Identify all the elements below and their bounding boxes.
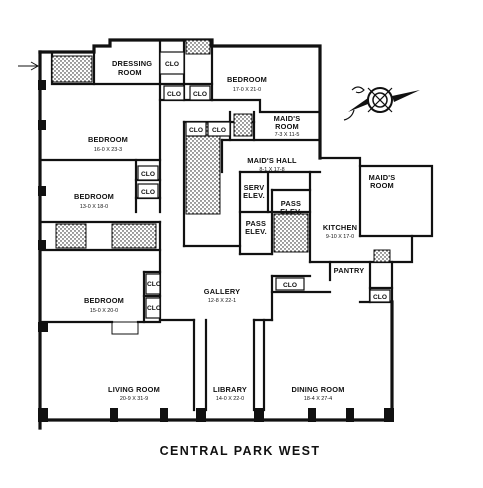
clo-label: CLO (212, 127, 226, 134)
closets: CLO CLO CLO CLO CLO CLO CLO CLO CLO CLO … (137, 51, 391, 319)
bay-window (111, 321, 139, 335)
clo-label: CLO (283, 282, 297, 289)
serv-elev-label-line2: ELEV. (243, 191, 265, 200)
bedroom-1-label: BEDROOM (88, 135, 128, 144)
kitchen-dims: 9-10 X 17-0 (326, 234, 354, 240)
clo-label: CLO (167, 91, 181, 98)
bedroom-2-label: BEDROOM (74, 192, 114, 201)
clo-label: CLO (141, 171, 155, 178)
dressing-room-label-line1: DRESSING (112, 59, 152, 68)
maids-room-1-dims: 7-3 X 11-5 (275, 132, 300, 138)
living-room-dims: 20-9 X 31-9 (120, 396, 148, 402)
clo-label: CLO (165, 61, 179, 68)
pantry-label: PANTRY (334, 266, 365, 275)
dressing-room-label-line2: ROOM (118, 68, 142, 77)
dining-room-dims: 18-4 X 27-4 (304, 396, 332, 402)
bedroom-top-dims: 17-0 X 21-0 (233, 87, 261, 93)
gallery-label: GALLERY (204, 287, 240, 296)
room-labels: DRESSING ROOM BEDROOM 17-0 X 21-0 BEDROO… (74, 59, 395, 402)
library-label: LIBRARY (213, 385, 247, 394)
clo-label: CLO (373, 294, 387, 301)
facade-piers (38, 80, 394, 422)
maids-hall-dims: 8-1 X 17-8 (259, 167, 284, 173)
dining-room-label: DINING ROOM (291, 385, 344, 394)
street-label: CENTRAL PARK WEST (160, 444, 321, 458)
serv-elev-label-line1: SERV (244, 183, 265, 192)
maids-room-2-label-line2: ROOM (370, 181, 394, 190)
maids-room-1-label-line2: ROOM (275, 122, 299, 131)
kitchen-label: KITCHEN (323, 223, 357, 232)
gallery-dims: 12-8 X 22-1 (208, 298, 236, 304)
bedroom-3-dims: 15-0 X 20-0 (90, 308, 118, 314)
pass-elev-1-label-line1: PASS (281, 199, 301, 208)
bedroom-1-dims: 16-0 X 23-3 (94, 147, 122, 153)
clo-label: CLO (193, 91, 207, 98)
maids-room-2-label-line1: MAID'S (369, 173, 396, 182)
hatched-areas (51, 39, 391, 263)
pass-elev-2-label-line2: ELEV. (245, 227, 267, 236)
bedroom-top-label: BEDROOM (227, 75, 267, 84)
clo-label: CLO (147, 281, 161, 288)
clo-label: CLO (141, 189, 155, 196)
entry-arrow-icon (18, 61, 40, 71)
compass-rose-icon (343, 86, 420, 121)
library-dims: 14-0 X 22-0 (216, 396, 244, 402)
pass-elev-1-label-line2: ELEV. (280, 207, 302, 216)
bedroom-3-label: BEDROOM (84, 296, 124, 305)
living-room-label: LIVING ROOM (108, 385, 160, 394)
bedroom-2-dims: 13-0 X 18-0 (80, 204, 108, 210)
clo-label: CLO (189, 127, 203, 134)
maids-hall-label: MAID'S HALL (247, 156, 297, 165)
pass-elev-2-label-line1: PASS (246, 219, 266, 228)
maids-room-1-label-line1: MAID'S (274, 114, 301, 123)
clo-label: CLO (147, 305, 161, 312)
interior-walls (38, 38, 414, 412)
